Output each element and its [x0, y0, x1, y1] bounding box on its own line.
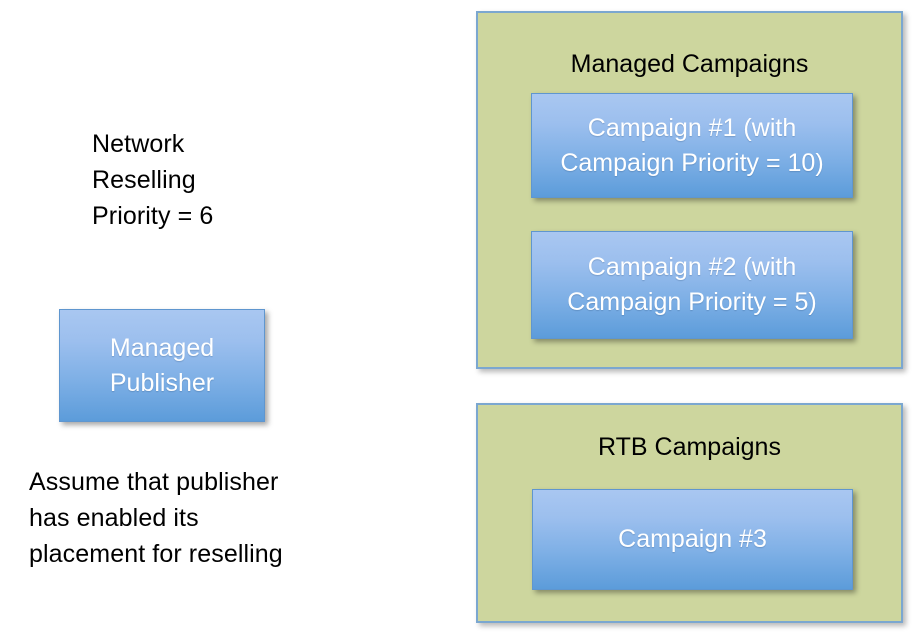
- managed-publisher-label: Managed Publisher: [109, 333, 215, 397]
- campaign-1-label: Campaign #1 (with Campaign Priority = 10…: [560, 113, 824, 177]
- campaign-2-label: Campaign #2 (with Campaign Priority = 5): [567, 253, 817, 316]
- campaign-3-label: Campaign #3: [618, 525, 767, 553]
- rtb-campaigns-title: RTB Campaigns: [598, 433, 781, 461]
- campaign-2-box[interactable]: Campaign #2 (with Campaign Priority = 5): [531, 231, 853, 339]
- reselling-assumption-note: Assume that publisher has enabled its pl…: [29, 468, 283, 568]
- managed-publisher-box[interactable]: Managed Publisher: [59, 309, 265, 422]
- network-reselling-priority-note: Network Reselling Priority = 6: [92, 130, 214, 230]
- managed-campaigns-title: Managed Campaigns: [570, 50, 809, 78]
- campaign-1-box[interactable]: Campaign #1 (with Campaign Priority = 10…: [531, 93, 853, 198]
- campaign-3-box[interactable]: Campaign #3: [532, 489, 853, 590]
